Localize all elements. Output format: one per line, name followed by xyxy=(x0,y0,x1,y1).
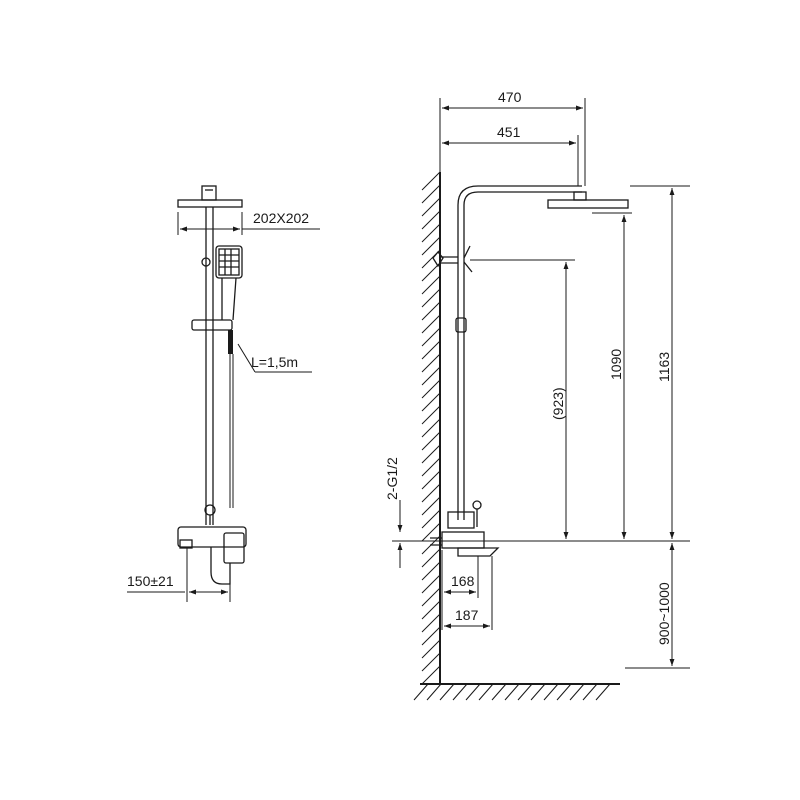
floor-hatch-line xyxy=(530,683,546,701)
projection-dimensions: 168 187 xyxy=(441,550,493,630)
floor-hatch-line xyxy=(582,683,598,701)
floor-hatch-line xyxy=(569,683,585,701)
wall-bracket xyxy=(432,245,473,273)
head-size-label: 202X202 xyxy=(253,210,309,226)
wall-hatch-line xyxy=(421,457,441,477)
holder-height-label: (923) xyxy=(550,387,566,420)
rain-shower-head xyxy=(177,185,243,208)
wall-hatch-line xyxy=(421,496,441,516)
mixer-side xyxy=(430,500,500,557)
mixer-projection-label: 168 xyxy=(451,573,475,589)
floor-hatch-line xyxy=(426,683,442,701)
wall-hatch-line xyxy=(421,522,441,542)
inlet-spacing-label: 150±21 xyxy=(127,573,174,589)
hose xyxy=(228,330,234,508)
top-height-label: 1163 xyxy=(656,352,672,382)
riser-pipe xyxy=(201,207,214,525)
wall-hatch-line xyxy=(421,548,441,568)
wall-hatch-line xyxy=(421,184,441,204)
floor-hatch-line xyxy=(478,683,494,701)
diverter-knob xyxy=(204,504,216,525)
hand-shower-holder xyxy=(191,319,233,331)
hose-length-callout: L=1,5m xyxy=(237,343,312,373)
wall-hatch-line xyxy=(421,340,441,360)
wall-hatch-line xyxy=(421,444,441,464)
floor-hatch-line xyxy=(452,683,468,701)
inlet-spacing-dimension: 150±21 xyxy=(127,548,231,602)
side-view: 470 451 (923) 1090 1163 900~1000 2-G1/2 xyxy=(384,89,690,701)
floor-hatch-line xyxy=(595,683,611,701)
height-dimensions: (923) 1090 1163 900~1000 xyxy=(392,185,690,669)
wall-hatch-line xyxy=(421,236,441,256)
wall-hatch-line xyxy=(421,483,441,503)
floor-hatch-line xyxy=(543,683,559,701)
wall-hatch-line xyxy=(421,600,441,620)
wall-hatch-line xyxy=(421,431,441,451)
floor-hatch-line xyxy=(556,683,572,701)
mixer-body xyxy=(177,526,247,585)
hand-shower xyxy=(215,245,243,321)
wall-hatch-line xyxy=(421,171,441,191)
wall-hatch-line xyxy=(421,366,441,386)
inlet-thread-dimension: 2-G1/2 xyxy=(384,457,403,568)
hose-length-label: L=1,5m xyxy=(251,354,298,370)
wall-hatch-line xyxy=(421,301,441,321)
wall-hatch-line xyxy=(421,574,441,594)
wall xyxy=(413,171,620,701)
wall-hatch-line xyxy=(421,470,441,490)
inlet-thread-label: 2-G1/2 xyxy=(384,457,400,500)
wall-hatch-line xyxy=(421,652,441,672)
wall-hatch-line xyxy=(421,210,441,230)
wall-hatch-line xyxy=(421,379,441,399)
wall-hatch-line xyxy=(421,327,441,347)
floor-hatch-line xyxy=(517,683,533,701)
wall-hatch-line xyxy=(421,392,441,412)
head-width-dimension: 202X202 xyxy=(177,210,320,235)
wall-hatch-line xyxy=(421,561,441,581)
wall-hatch-line xyxy=(421,314,441,334)
wall-hatch-line xyxy=(421,288,441,308)
wall-hatch-line xyxy=(421,587,441,607)
floor-hatch-line xyxy=(413,683,429,701)
wall-hatch-line xyxy=(421,639,441,659)
wall-hatch-line xyxy=(421,626,441,646)
wall-hatch-line xyxy=(421,613,441,633)
wall-hatch-line xyxy=(421,665,441,685)
arm-reach-label: 451 xyxy=(497,124,521,140)
rain-shower-head-side xyxy=(547,191,629,209)
wall-hatch-line xyxy=(421,275,441,295)
shower-column xyxy=(457,185,582,520)
wall-hatch-line xyxy=(421,418,441,438)
floor-hatch-line xyxy=(504,683,520,701)
wall-hatch-line xyxy=(421,197,441,217)
reach-dimensions: 470 451 xyxy=(439,89,586,186)
wall-hatch-line xyxy=(421,405,441,425)
overall-reach-label: 470 xyxy=(498,89,522,105)
head-height-label: 1090 xyxy=(608,349,624,380)
spout-projection-label: 187 xyxy=(455,607,479,623)
wall-hatch-line xyxy=(421,353,441,373)
wall-hatch-line xyxy=(421,509,441,529)
front-view: 202X202 L=1, xyxy=(127,185,320,602)
floor-hatch-line xyxy=(465,683,481,701)
wall-hatch-line xyxy=(421,223,441,243)
floor-hatch-line xyxy=(491,683,507,701)
mount-height-label: 900~1000 xyxy=(656,582,672,645)
wall-hatch-line xyxy=(421,262,441,282)
floor-hatch-line xyxy=(439,683,455,701)
slider-holder xyxy=(455,317,467,333)
